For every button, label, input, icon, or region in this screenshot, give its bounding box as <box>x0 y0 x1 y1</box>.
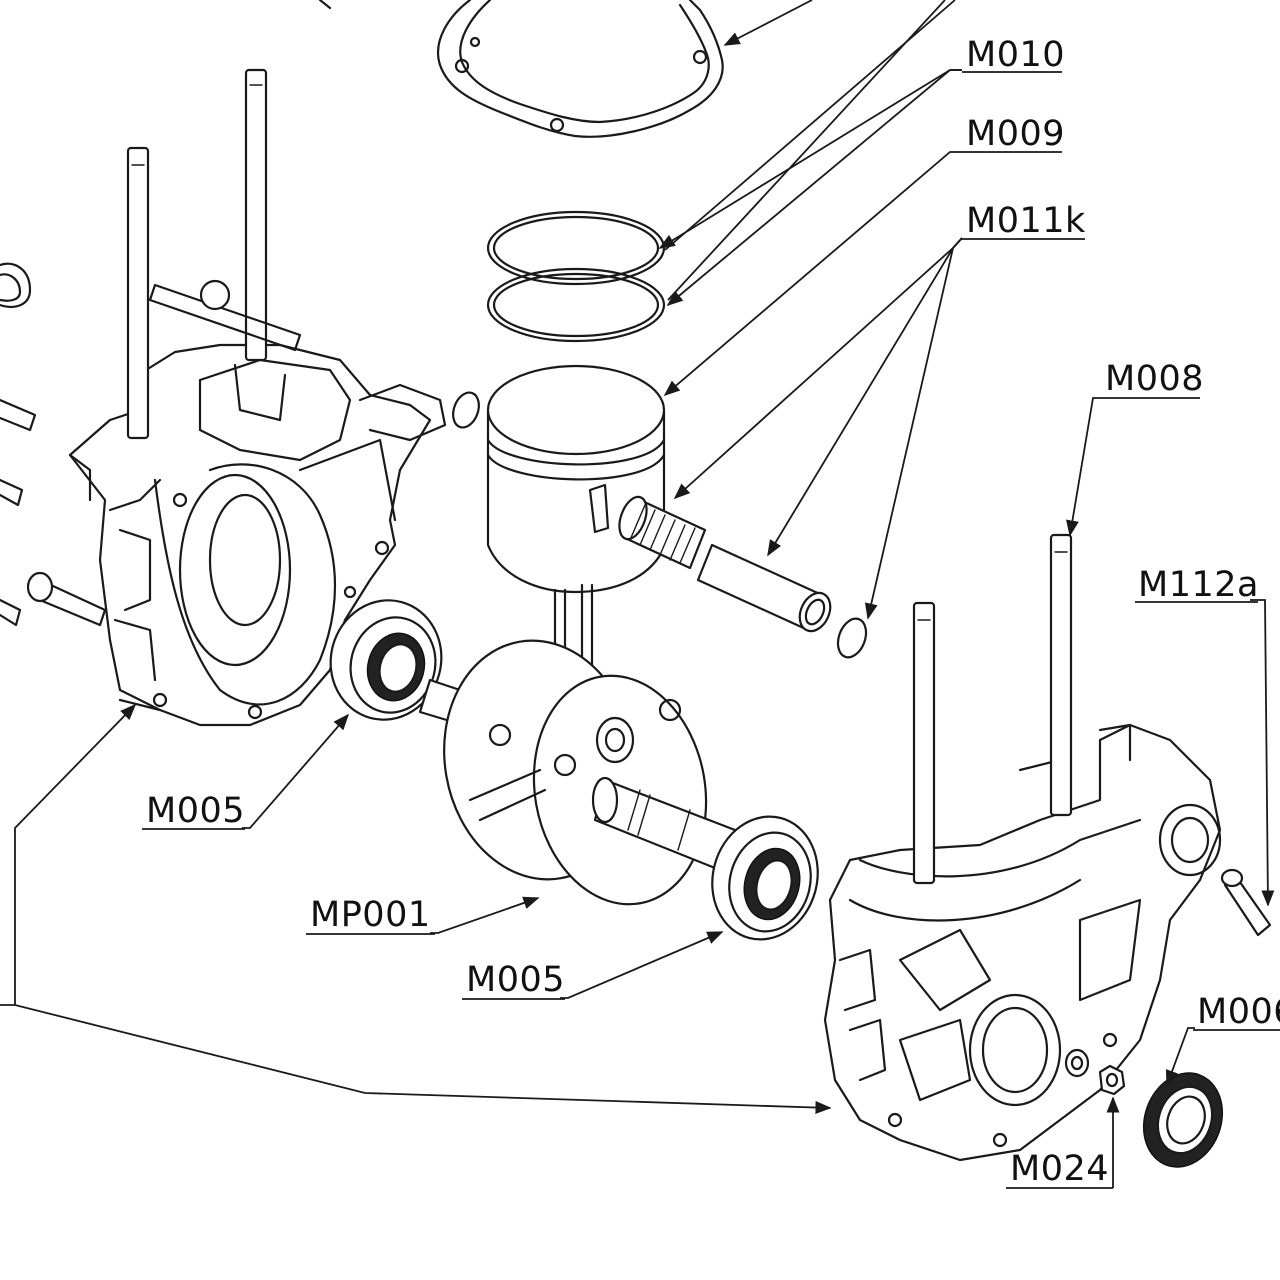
svg-text:M010: M010 <box>966 35 1065 75</box>
svg-text:MP001: MP001 <box>310 895 431 935</box>
circlip-left <box>452 391 480 429</box>
svg-text:M008: M008 <box>1105 359 1204 399</box>
right-crankcase-half <box>823 723 1222 1162</box>
stud-right-tall <box>1049 533 1073 817</box>
main-bearing-left <box>329 599 443 721</box>
stud-right-short <box>912 601 936 885</box>
crankshaft <box>418 639 737 906</box>
needle-bearing <box>618 495 707 570</box>
callout-m005-bottom: M005 <box>462 960 565 1000</box>
callout-m112a: M112a <box>1135 565 1259 605</box>
callout-m005-left: M005 <box>142 791 245 831</box>
nut-and-washer <box>1064 1048 1126 1096</box>
piston-pin <box>696 543 832 633</box>
callout-m008: M008 <box>1100 359 1204 399</box>
svg-text:M006: M006 <box>1197 992 1280 1032</box>
bolt-m112a <box>1220 868 1272 937</box>
oil-seal <box>1142 1072 1224 1168</box>
stud-left-tall <box>244 68 268 362</box>
svg-text:M005: M005 <box>466 960 565 1000</box>
svg-text:M011k: M011k <box>966 201 1086 241</box>
callout-m024: M024 <box>1006 1149 1113 1189</box>
piston <box>486 364 666 594</box>
stud-left-short <box>126 146 150 440</box>
svg-text:M112a: M112a <box>1138 565 1259 605</box>
callout-m010: M010 <box>962 35 1065 75</box>
callout-m011k: M011k <box>962 201 1086 241</box>
svg-text:M009: M009 <box>966 114 1065 154</box>
callout-m006: M006 <box>1193 992 1280 1032</box>
left-screws <box>0 262 302 627</box>
circlip-right <box>836 617 868 659</box>
callout-m009: M009 <box>962 114 1065 154</box>
svg-text:M005: M005 <box>146 791 245 831</box>
main-bearing-right <box>711 815 819 941</box>
cylinder-base-gasket <box>318 0 724 138</box>
piston-ring-lower <box>486 267 666 343</box>
callout-mp001: MP001 <box>306 895 435 935</box>
leader-lines <box>0 0 1275 1188</box>
svg-text:M024: M024 <box>1010 1149 1109 1189</box>
